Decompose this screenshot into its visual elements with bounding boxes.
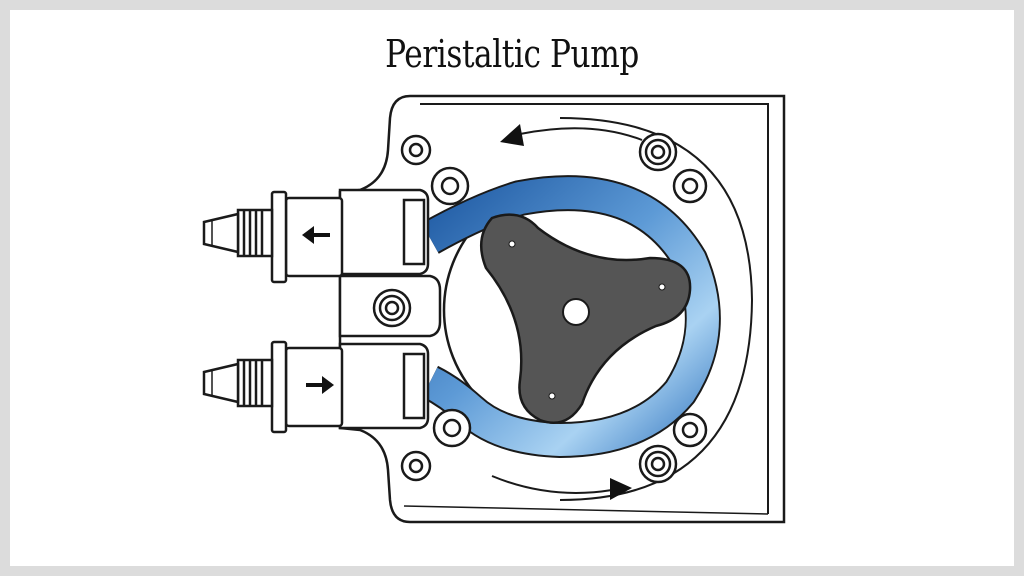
screw-bottom-right — [638, 444, 678, 484]
rotor — [479, 213, 692, 424]
screw-lower-left — [432, 408, 472, 448]
counterclockwise-arrow-icon — [500, 124, 643, 146]
screw-upper-right — [672, 168, 708, 204]
pump-tube — [421, 175, 721, 459]
arrow-right-icon — [306, 376, 334, 394]
screw-lower-right — [672, 412, 708, 448]
screw-top-right — [638, 132, 678, 172]
clockwise-arrow-icon — [491, 475, 632, 500]
screw-bottom-left — [400, 450, 432, 482]
screw-top-left — [400, 134, 432, 166]
screw-middle — [372, 288, 412, 328]
screw-upper-left — [430, 166, 470, 206]
page-title: Peristaltic Pump — [385, 32, 639, 76]
housing-screws — [372, 132, 708, 484]
outlet-fitting — [202, 188, 430, 284]
arrow-left-icon — [302, 226, 330, 244]
